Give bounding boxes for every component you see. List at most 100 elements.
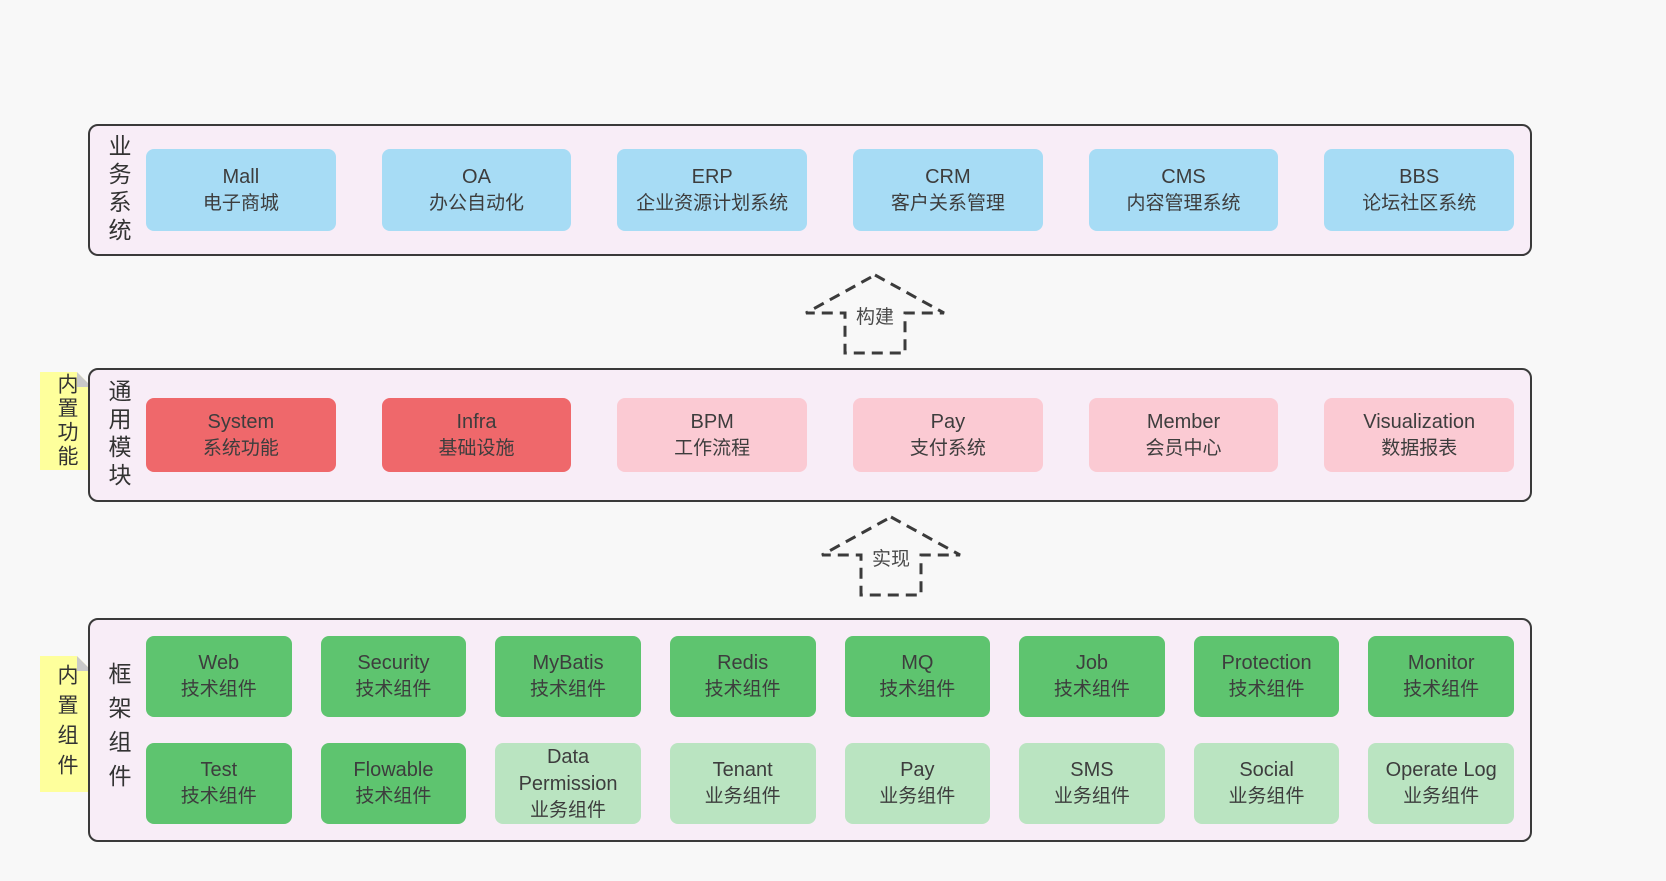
box-name: BPM xyxy=(690,410,734,433)
box-system: System 系统功能 xyxy=(146,398,336,472)
box-crm: CRM 客户关系管理 xyxy=(853,149,1043,231)
box-operate-log: Operate Log 业务组件 xyxy=(1368,743,1514,824)
box-desc: 技术组件 xyxy=(530,679,607,701)
box-name: Pay xyxy=(900,759,935,782)
box-name: Pay xyxy=(930,410,966,433)
box-name: OA xyxy=(462,165,491,188)
box-bpm: BPM 工作流程 xyxy=(617,398,808,472)
box-pay: Pay 业务组件 xyxy=(844,743,991,824)
box-security: Security 技术组件 xyxy=(320,636,467,717)
box-desc: 基础设施 xyxy=(438,437,515,459)
box-desc: 业务组件 xyxy=(530,799,607,821)
box-name: Tenant xyxy=(712,759,773,782)
box-name: MQ xyxy=(901,652,934,675)
box-desc: 技术组件 xyxy=(355,786,432,808)
box-name: Flowable xyxy=(353,759,434,782)
sticky-note-builtin-features: 内置功能 xyxy=(40,372,92,470)
box-infra: Infra 基础设施 xyxy=(381,398,572,472)
box-desc: 业务组件 xyxy=(704,786,781,808)
box-name: System xyxy=(207,410,275,433)
box-name: MyBatis xyxy=(532,652,604,675)
box-desc: 电子商城 xyxy=(202,192,279,214)
box-desc: 客户关系管理 xyxy=(890,192,1005,214)
box-desc: 业务组件 xyxy=(1228,786,1305,808)
box-name: Redis xyxy=(717,652,769,675)
box-desc: 办公自动化 xyxy=(429,192,525,214)
sticky-note-text: 内置功能 xyxy=(55,373,78,469)
section-label-common-modules: 通用模块 xyxy=(105,379,131,491)
section-common-modules: 通用模块 System 系统功能 Infra 基础设施 BPM 工作流程 Pay 支付系统 Me… xyxy=(88,368,1532,502)
box-desc: 内容管理系统 xyxy=(1126,192,1241,214)
box-mq: MQ 技术组件 xyxy=(844,636,991,717)
box-desc: 技术组件 xyxy=(180,679,257,701)
box-sms: SMS 业务组件 xyxy=(1019,743,1165,824)
box-visualization: Visualization 数据报表 xyxy=(1324,398,1515,472)
box-name: Web xyxy=(198,652,240,675)
box-mall: Mall 电子商城 xyxy=(146,149,336,231)
box-name: Protection xyxy=(1221,652,1312,675)
box-flowable: Flowable 技术组件 xyxy=(320,743,467,824)
arrow-label-implement: 实现 xyxy=(868,544,914,571)
box-desc: 论坛社区系统 xyxy=(1362,192,1477,214)
box-name: CRM xyxy=(925,165,971,188)
box-desc: 业务组件 xyxy=(879,786,956,808)
box-desc: 技术组件 xyxy=(1053,679,1130,701)
box-name: Data Permission xyxy=(518,745,618,795)
box-desc: 技术组件 xyxy=(704,679,781,701)
sticky-note-text: 内置组件 xyxy=(55,664,78,784)
up-arrow-icon xyxy=(805,273,945,355)
dashed-up-arrow-build: 构建 xyxy=(804,272,946,356)
box-redis: Redis 技术组件 xyxy=(669,636,816,717)
box-name: Social xyxy=(1239,759,1294,782)
box-bbs: BBS 论坛社区系统 xyxy=(1324,149,1515,231)
box-desc: 支付系统 xyxy=(909,437,986,459)
box-mybatis: MyBatis 技术组件 xyxy=(495,636,641,717)
section-label-business-systems: 业务系统 xyxy=(105,134,131,246)
box-desc: 技术组件 xyxy=(180,786,257,808)
box-job: Job 技术组件 xyxy=(1019,636,1165,717)
box-desc: 技术组件 xyxy=(1403,679,1480,701)
box-social: Social 业务组件 xyxy=(1193,743,1340,824)
box-name: Operate Log xyxy=(1385,759,1497,782)
arrow-label-build: 构建 xyxy=(852,302,898,329)
box-name: Test xyxy=(200,759,238,782)
box-desc: 系统功能 xyxy=(202,437,279,459)
box-tenant: Tenant 业务组件 xyxy=(669,743,816,824)
up-arrow-icon xyxy=(821,515,961,597)
box-desc: 会员中心 xyxy=(1145,437,1222,459)
box-name: Job xyxy=(1075,652,1109,675)
box-desc: 企业资源计划系统 xyxy=(636,192,789,214)
box-web: Web 技术组件 xyxy=(146,636,292,717)
box-desc: 技术组件 xyxy=(879,679,956,701)
box-name: BBS xyxy=(1399,165,1440,188)
box-test: Test 技术组件 xyxy=(146,743,292,824)
box-desc: 技术组件 xyxy=(1228,679,1305,701)
box-desc: 业务组件 xyxy=(1403,786,1480,808)
box-name: Mall xyxy=(222,165,260,188)
box-name: Security xyxy=(357,652,430,675)
box-data-permission: Data Permission 业务组件 xyxy=(495,743,641,824)
box-desc: 技术组件 xyxy=(355,679,432,701)
dashed-up-arrow-implement: 实现 xyxy=(820,514,962,598)
box-name: Visualization xyxy=(1363,410,1476,433)
box-name: SMS xyxy=(1070,759,1114,782)
box-desc: 工作流程 xyxy=(674,437,751,459)
box-name: Infra xyxy=(456,410,497,433)
box-desc: 数据报表 xyxy=(1381,437,1458,459)
box-name: Monitor xyxy=(1407,652,1475,675)
box-oa: OA 办公自动化 xyxy=(381,149,572,231)
box-protection: Protection 技术组件 xyxy=(1193,636,1340,717)
box-desc: 业务组件 xyxy=(1053,786,1130,808)
